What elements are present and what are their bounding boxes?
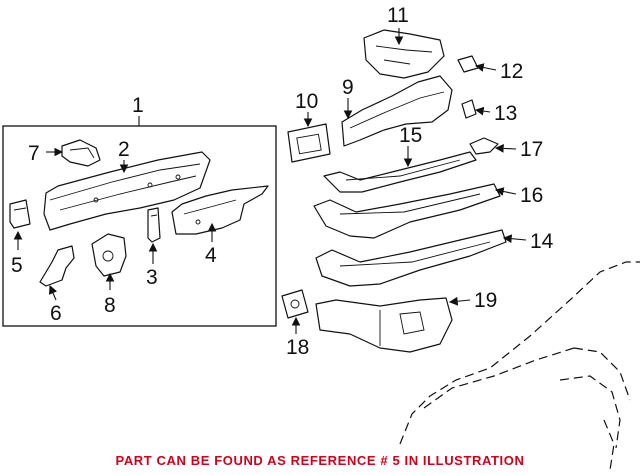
callout-15: 15 bbox=[399, 124, 422, 147]
callout-9: 9 bbox=[342, 76, 354, 99]
callout-11: 11 bbox=[387, 4, 409, 27]
part-14-side-member bbox=[315, 229, 507, 287]
leader-16 bbox=[494, 187, 517, 196]
callout-19: 19 bbox=[474, 289, 497, 312]
leader-17 bbox=[494, 143, 517, 153]
part-17-bracket bbox=[469, 137, 499, 155]
callout-5: 5 bbox=[11, 254, 23, 277]
callout-7: 7 bbox=[28, 142, 40, 165]
fender-outline bbox=[399, 261, 640, 471]
callout-6: 6 bbox=[50, 302, 62, 325]
callout-16: 16 bbox=[520, 184, 543, 207]
part-10-plate bbox=[287, 123, 331, 163]
leader-12 bbox=[474, 63, 497, 72]
callout-12: 12 bbox=[500, 60, 523, 83]
part-13-clip bbox=[461, 99, 477, 119]
part-5-bracket bbox=[9, 199, 31, 229]
part-11-apron-upper bbox=[363, 29, 445, 79]
callout-17: 17 bbox=[520, 138, 543, 161]
reference-caption: PART CAN BE FOUND AS REFERENCE # 5 IN IL… bbox=[115, 453, 525, 468]
part-7-bracket bbox=[61, 139, 101, 167]
part-3-plate bbox=[147, 207, 161, 243]
part-18-plate bbox=[281, 289, 309, 319]
part-4-extension bbox=[171, 185, 269, 235]
callout-3: 3 bbox=[146, 266, 158, 289]
part-16-apron-lower bbox=[313, 183, 501, 239]
callout-2: 2 bbox=[118, 138, 130, 161]
part-12-clip bbox=[457, 55, 479, 73]
part-8-support bbox=[91, 233, 127, 277]
part-2-frame-rail bbox=[43, 151, 211, 231]
callout-13: 13 bbox=[494, 102, 517, 125]
part-6-brace bbox=[39, 245, 75, 287]
assembly-1-box bbox=[2, 125, 277, 327]
leader-14 bbox=[502, 234, 527, 244]
leader-19 bbox=[448, 296, 471, 306]
callout-14: 14 bbox=[530, 230, 554, 253]
callout-1: 1 bbox=[132, 94, 144, 117]
callout-18: 18 bbox=[286, 336, 309, 359]
leader-6 bbox=[48, 284, 58, 301]
callout-10: 10 bbox=[295, 90, 318, 113]
callout-4: 4 bbox=[205, 244, 217, 267]
leader-13 bbox=[474, 106, 491, 116]
callout-8: 8 bbox=[104, 294, 116, 317]
part-15-reinforcement bbox=[323, 151, 477, 193]
part-19-crossmember bbox=[315, 297, 453, 353]
part-9-upper-rail bbox=[341, 75, 453, 147]
